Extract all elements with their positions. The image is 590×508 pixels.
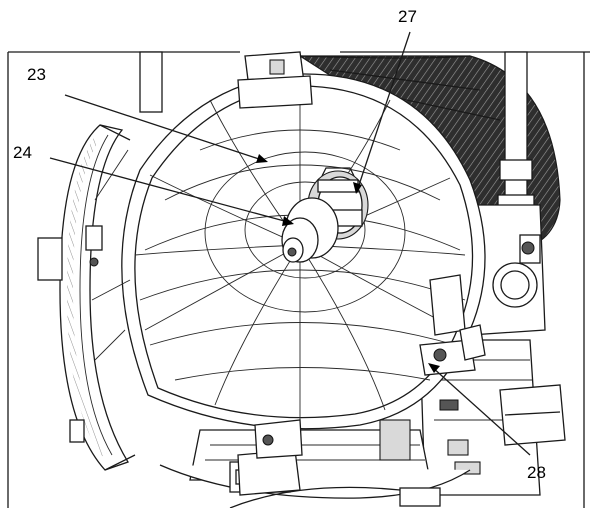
- side-latch: [419, 274, 486, 376]
- leader-28: [431, 366, 531, 456]
- lamp-bulb: [281, 197, 339, 263]
- leader-23: [64, 94, 263, 161]
- stand-pole: [139, 51, 535, 253]
- leader-lines: [49, 31, 531, 456]
- bottom-handle: [237, 419, 303, 496]
- arrowhead-23: [256, 154, 268, 163]
- top-handle: [237, 51, 313, 109]
- yoke-bracket: [469, 204, 546, 336]
- front-door: [37, 124, 136, 471]
- callout-27: 27: [398, 7, 417, 26]
- arrowhead-27: [353, 182, 362, 194]
- callout-23: 23: [27, 65, 46, 84]
- base-frame: [159, 419, 471, 508]
- arrowhead-24: [282, 216, 294, 226]
- callout-24: 24: [13, 143, 32, 162]
- crop-frame: [7, 51, 590, 508]
- leader-24: [49, 157, 289, 223]
- leader-27: [357, 31, 411, 189]
- callout-28: 28: [527, 463, 546, 482]
- arrowhead-28: [428, 363, 440, 373]
